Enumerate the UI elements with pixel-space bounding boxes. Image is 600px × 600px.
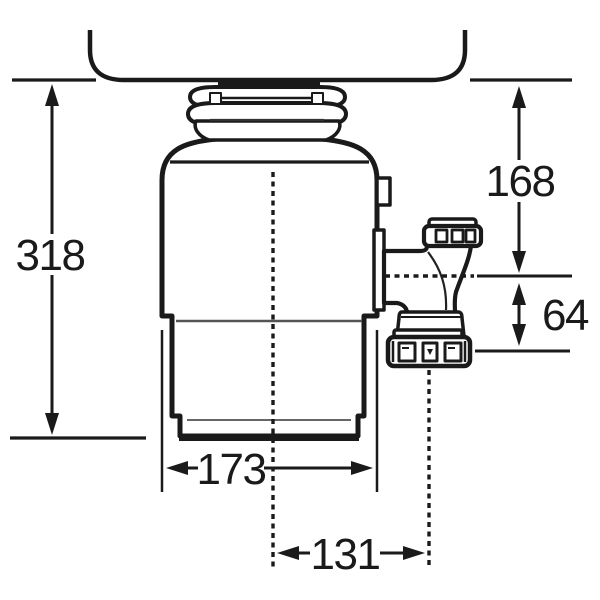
centerlines (271, 172, 474, 567)
dim-168-label: 168 (486, 157, 555, 206)
dimension-outlet-to-trap: 64 (475, 283, 590, 353)
dim-173-label: 173 (197, 445, 266, 494)
sink-bowl (87, 30, 468, 83)
dim-318-arrow-down (45, 413, 59, 435)
mount-screw-right (311, 92, 324, 105)
dimension-body-width: 173 (160, 330, 379, 494)
top-nut-knurl-2 (450, 228, 465, 244)
bottom-compression-nut (385, 328, 473, 369)
side-connector-box (375, 176, 392, 207)
dim-64-label: 64 (542, 291, 589, 340)
dimension-centerline-offset: 131 (277, 530, 425, 579)
flange-taper (193, 119, 342, 142)
bottom-nut-knurl-1 (397, 341, 417, 363)
discharge-elbow-assembly (372, 217, 484, 369)
dim-168-arrow-up (512, 86, 526, 108)
dim-173-arrow-left (166, 461, 188, 475)
sink-outline (87, 30, 468, 83)
dim-318-arrow-up (45, 84, 59, 106)
mount-screw-left (209, 92, 222, 105)
dim-173-arrow-right (351, 461, 373, 475)
dim-131-arrow-left (277, 546, 299, 560)
elbow-inner-seam (427, 251, 448, 311)
dim-131-label: 131 (311, 530, 380, 579)
dim-64-arrow-up (512, 283, 526, 305)
dim-64-arrow-down (512, 324, 526, 346)
dim-168-arrow-down (512, 251, 526, 273)
dimension-overall-height: 318 (10, 84, 146, 440)
elbow-body (381, 242, 474, 316)
body-outline (159, 136, 380, 439)
bottom-nut-knurl-3 (443, 341, 463, 363)
top-compression-nut (421, 217, 484, 249)
top-nut-knurl-1 (434, 228, 449, 244)
dimension-sink-to-outlet: 168 (477, 86, 572, 278)
top-nut-knurl-3 (464, 228, 477, 244)
mounting-flange (186, 85, 348, 142)
dim-131-arrow-right (403, 546, 425, 560)
sink-gasket (218, 79, 320, 88)
disposal-body (159, 136, 392, 441)
dim-318-label: 318 (16, 231, 85, 280)
knurl-mark-center (427, 349, 433, 355)
